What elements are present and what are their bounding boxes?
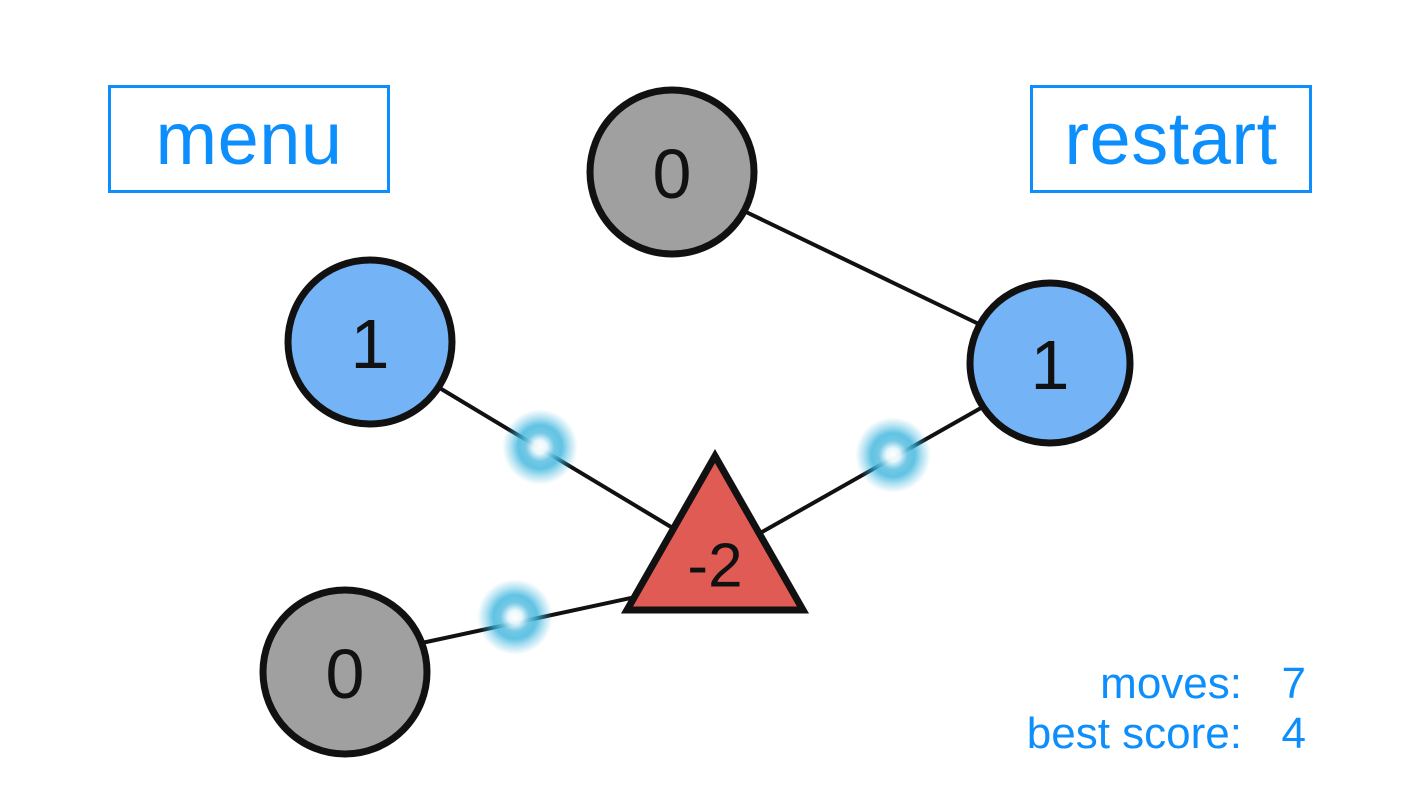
edge-glow-marker[interactable] bbox=[855, 417, 931, 493]
node-circle[interactable] bbox=[259, 586, 431, 758]
graph-node-gray[interactable]: 0 bbox=[586, 86, 758, 258]
marker-layer bbox=[477, 409, 931, 655]
edge-glow-marker[interactable] bbox=[477, 579, 553, 655]
node-circle[interactable] bbox=[586, 86, 758, 258]
node-circle[interactable] bbox=[284, 256, 456, 428]
graph-node-red[interactable]: -2 bbox=[620, 448, 810, 614]
restart-button[interactable]: restart bbox=[1030, 85, 1312, 193]
node-value-label: 0 bbox=[326, 635, 365, 713]
node-triangle[interactable] bbox=[620, 448, 810, 614]
graph-edge bbox=[743, 209, 986, 329]
node-value-label: 0 bbox=[653, 135, 692, 213]
best-score-label: best score: bbox=[1026, 708, 1242, 758]
menu-button[interactable]: menu bbox=[108, 85, 390, 193]
node-value-label: 1 bbox=[351, 305, 390, 383]
moves-value: 7 bbox=[1281, 659, 1306, 709]
best-score-row: best score: 4 bbox=[1027, 709, 1306, 758]
graph-node-blue[interactable]: 1 bbox=[966, 279, 1134, 447]
node-layer: 0 1 1 0 -2 bbox=[259, 86, 1134, 758]
node-value-label: -2 bbox=[687, 532, 742, 601]
graph-node-gray[interactable]: 0 bbox=[259, 586, 431, 758]
moves-row: moves: 7 bbox=[1027, 659, 1306, 708]
best-score-value: 4 bbox=[1281, 708, 1306, 758]
score-panel: moves: 7 best score: 4 bbox=[1027, 659, 1306, 758]
edge-glow-marker[interactable] bbox=[502, 409, 578, 485]
moves-label: moves: bbox=[1100, 659, 1242, 709]
node-value-label: 1 bbox=[1031, 326, 1070, 404]
graph-node-blue[interactable]: 1 bbox=[284, 256, 456, 428]
node-circle[interactable] bbox=[966, 279, 1134, 447]
